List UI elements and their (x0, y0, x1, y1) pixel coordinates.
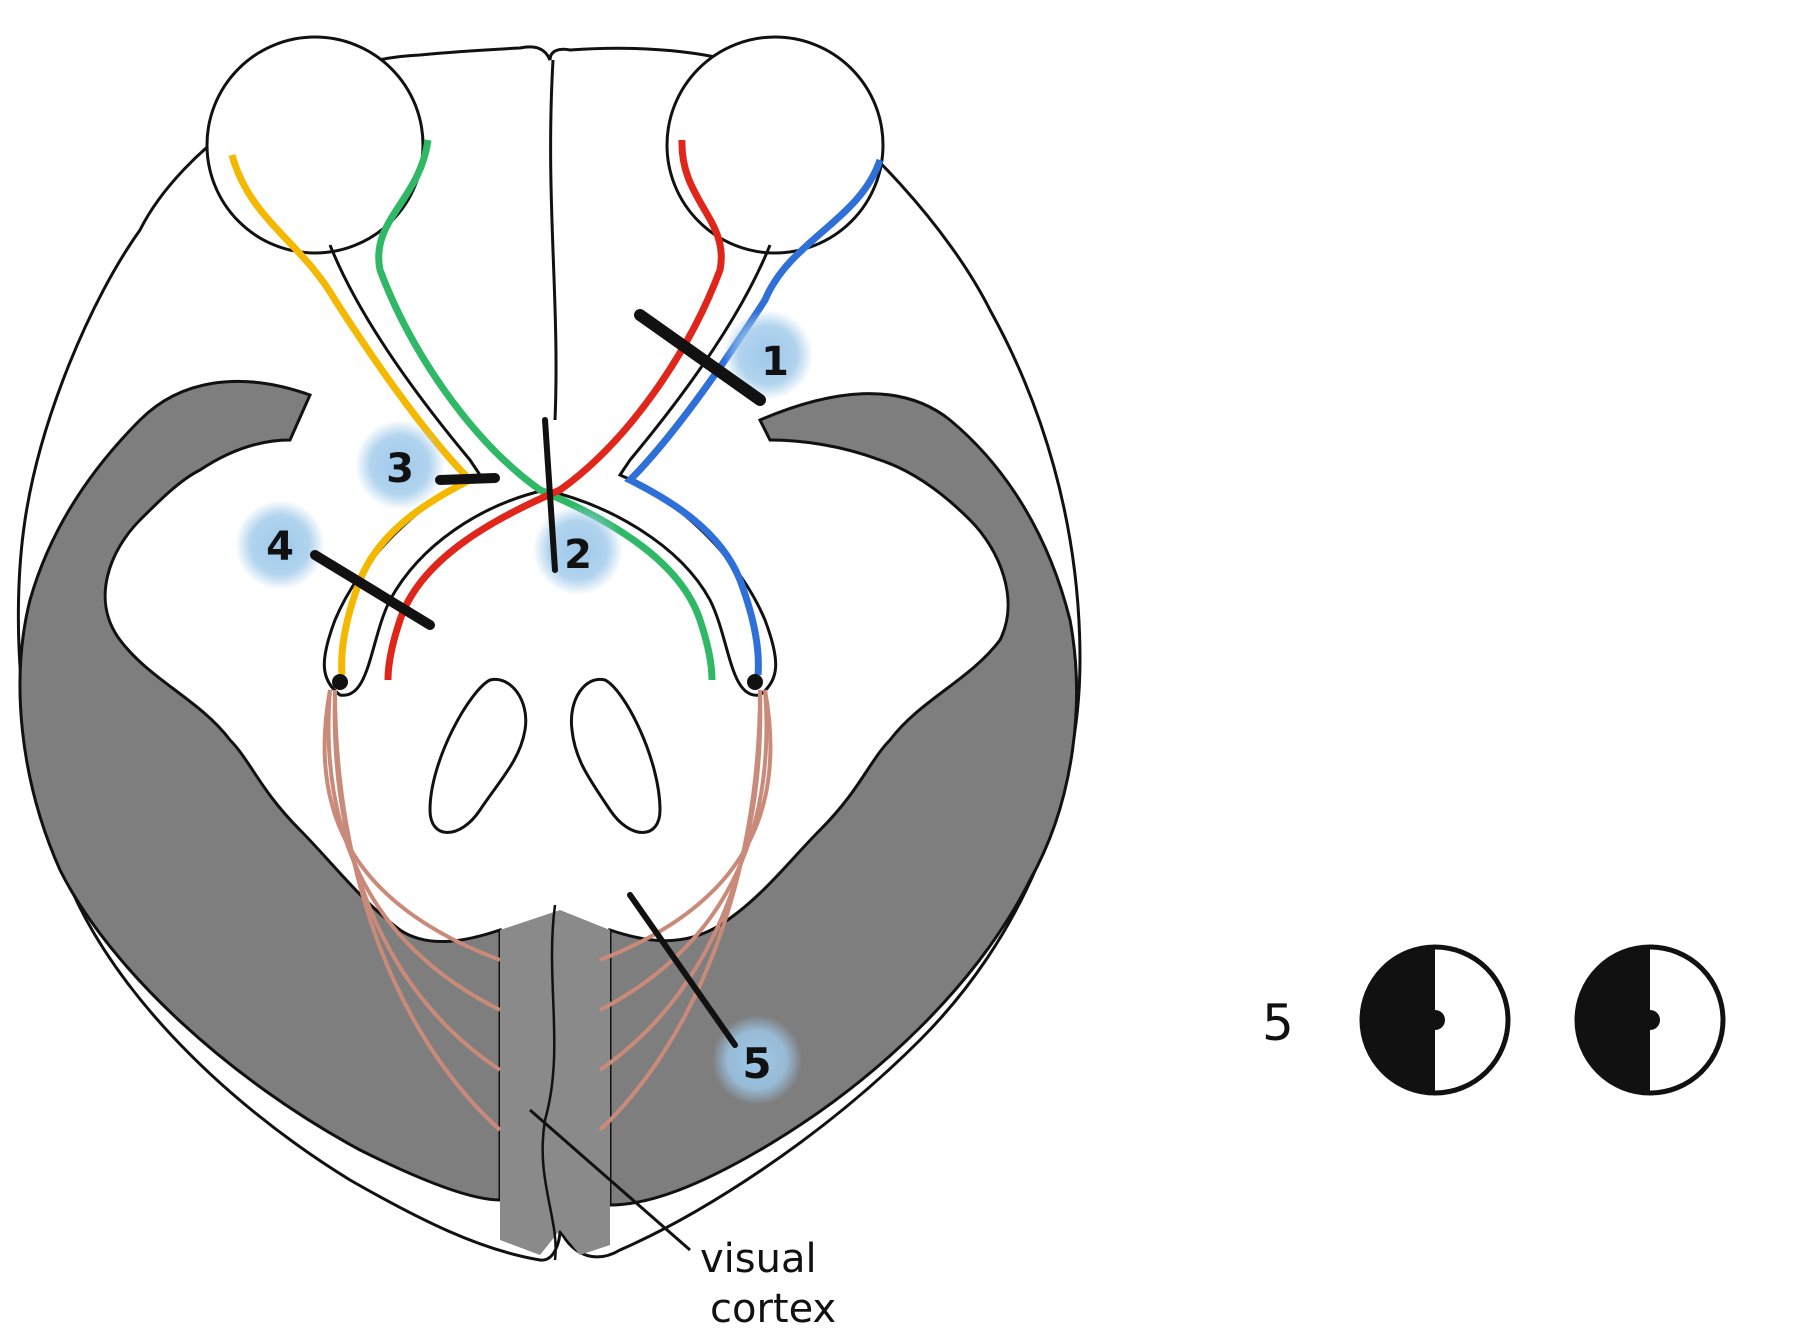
left-eye-visual-field (1359, 944, 1511, 1096)
lesion-5-mark (627, 892, 738, 1048)
lesion-2-mark (542, 417, 558, 573)
lateral-ventricles (428, 677, 662, 834)
lesion-3-label: 3 (386, 446, 414, 492)
lesion-4-label: 4 (266, 524, 294, 570)
optic-fibers (228, 139, 884, 681)
lesion-3-mark (435, 473, 500, 485)
field-defect-label: 5 (1262, 994, 1294, 1052)
cortex-pointer-line (529, 1108, 691, 1252)
lesion-5-label: 5 (742, 1039, 771, 1088)
lesion-1-label: 1 (761, 339, 789, 385)
lesion-1-mark (634, 309, 766, 406)
right-eye-visual-field (1574, 944, 1726, 1096)
right-eye (665, 35, 885, 255)
visual-cortex-annotation: visual cortex (529, 1108, 836, 1332)
left-lgn-dot (332, 674, 348, 690)
left-eye (205, 35, 425, 255)
red-fiber (384, 139, 725, 681)
yellow-fiber (228, 154, 476, 676)
optic-radiations (322, 689, 773, 1132)
lesion-2-label: 2 (564, 532, 592, 578)
right-lgn-dot (747, 674, 763, 690)
lesion-4-mark (310, 550, 435, 630)
green-fiber (375, 139, 716, 681)
lesion-labels: 1 2 3 4 5 (266, 339, 789, 1088)
visual-field-defect-5: 5 (1262, 944, 1726, 1096)
cortex-label-line1: visual (700, 1236, 817, 1282)
blue-fiber (624, 158, 884, 676)
lesion-marks (310, 309, 766, 1048)
cortex-label-line2: cortex (710, 1286, 836, 1332)
lateral-geniculate-nuclei (332, 674, 763, 690)
